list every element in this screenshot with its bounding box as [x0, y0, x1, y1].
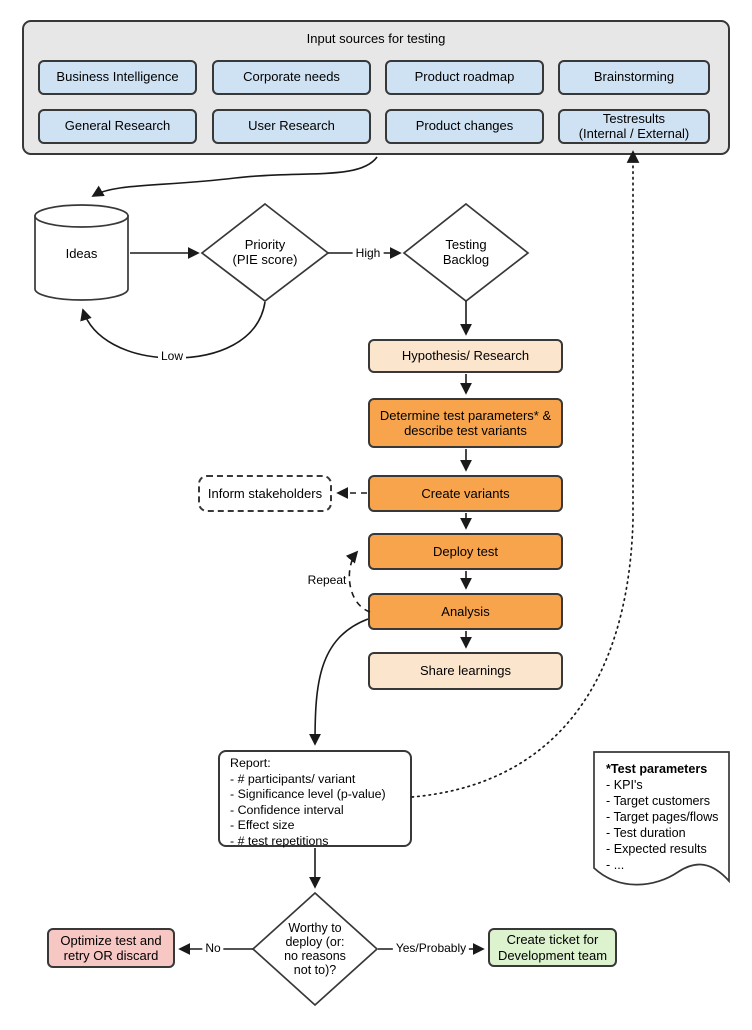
test-parameters-note: *Test parameters - KPI's - Target custom… [606, 761, 718, 873]
input-sources-title: Input sources for testing [306, 31, 446, 46]
source-box-brainstorming: Brainstorming [558, 60, 710, 95]
note-item: - Target customers [606, 794, 711, 808]
report-title: Report: [230, 756, 271, 770]
analysis-box: Analysis [368, 593, 563, 630]
source-box-user-research: User Research [212, 109, 371, 144]
create-variants-box: Create variants [368, 475, 563, 512]
edge-label-repeat: Repeat [307, 573, 347, 587]
ideas-cylinder-top [34, 204, 129, 228]
edge-label-low: Low [157, 349, 187, 363]
edge-sources-to-ideas [91, 156, 378, 197]
note-item: - Test duration [606, 826, 686, 840]
note-item: - Expected results [606, 842, 707, 856]
report-item: - # test repetitions [230, 833, 329, 848]
optimize-retry-box: Optimize test and retry OR discard [47, 928, 175, 968]
source-box-general-research: General Research [38, 109, 197, 144]
report-box: Report: - # participants/ variant - Sign… [218, 750, 412, 848]
source-box-corporate-needs: Corporate needs [212, 60, 371, 95]
share-learnings-box: Share learnings [368, 652, 563, 690]
report-item: - # participants/ variant [230, 771, 356, 786]
note-item: - ... [606, 858, 625, 872]
report-item: - Effect size [230, 818, 295, 833]
create-ticket-box: Create ticket for Development team [488, 928, 617, 967]
worthy-label: Worthy to deploy (or: no reasons not to)… [284, 920, 346, 978]
ideas-label: Ideas [65, 246, 98, 262]
testing-backlog-label: Testing Backlog [442, 236, 490, 267]
hypothesis-research-box: Hypothesis/ Research [368, 339, 563, 373]
report-item: - Significance level (p-value) [230, 787, 386, 802]
note-item: - Target pages/flows [606, 810, 719, 824]
inform-stakeholders-box: Inform stakeholders [198, 475, 332, 512]
edge-label-no: No [202, 941, 224, 955]
edge-repeat [345, 550, 371, 613]
determine-parameters-box: Determine test parameters* & describe te… [368, 398, 563, 448]
note-title: *Test parameters [606, 762, 708, 776]
edge-label-high: High [352, 246, 384, 260]
report-item: - Confidence interval [230, 802, 344, 817]
edge-label-yes: Yes/Probably [392, 941, 470, 955]
source-box-product-roadmap: Product roadmap [385, 60, 544, 95]
priority-label: Priority (PIE score) [232, 236, 298, 267]
edge-analysis-to-report [309, 618, 369, 746]
note-item: - KPI's [606, 778, 643, 792]
source-box-testresults: Testresults (Internal / External) [558, 109, 710, 144]
deploy-test-box: Deploy test [368, 533, 563, 570]
source-box-product-changes: Product changes [385, 109, 544, 144]
source-box-business-intelligence: Business Intelligence [38, 60, 197, 95]
